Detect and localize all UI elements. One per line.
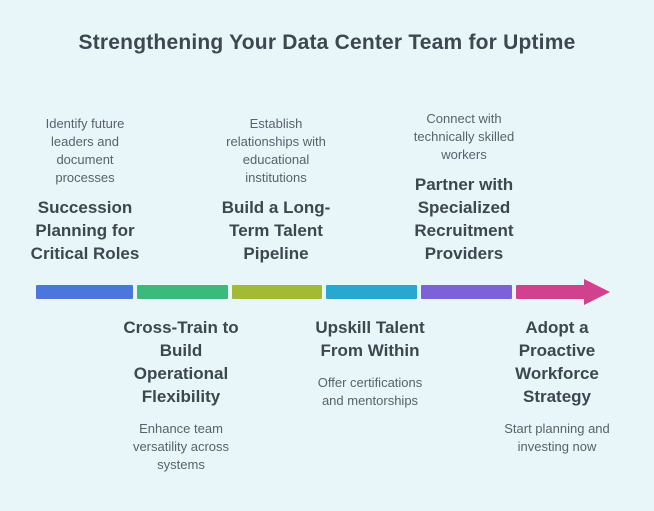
arrow-segment-6: [516, 285, 586, 299]
step-upskill-talent: Upskill Talent From Within Offer certifi…: [290, 316, 450, 410]
step-detail-text: Identify future leaders and document pro…: [45, 116, 125, 185]
step-detail-text: Enhance team versatility across systems: [132, 421, 230, 472]
arrow-segment-5: [421, 285, 512, 299]
step-recruitment-providers: Connect with technically skilled workers…: [389, 110, 539, 265]
page-title: Strengthening Your Data Center Team for …: [78, 31, 576, 54]
arrow-segment-4: [326, 285, 417, 299]
step-heading-text: Cross-Train to Build Operational Flexibi…: [123, 318, 239, 406]
step-heading-text: Adopt a Proactive Workforce Strategy: [515, 318, 599, 406]
step-heading-text: Build a Long- Term Talent Pipeline: [221, 198, 331, 263]
step-cross-train: Cross-Train to Build Operational Flexibi…: [106, 316, 256, 474]
step-heading-text: Succession Planning for Critical Roles: [30, 198, 140, 263]
step-detail-text: Establish relationships with educational…: [226, 116, 326, 185]
arrow-head-icon: [584, 279, 610, 305]
step-succession-planning: Identify future leaders and document pro…: [10, 115, 160, 265]
step-detail-text: Start planning and investing now: [504, 421, 610, 454]
step-talent-pipeline: Establish relationships with educational…: [201, 115, 351, 265]
arrow-segment-3: [232, 285, 322, 299]
step-heading-text: Partner with Specialized Recruitment Pro…: [414, 175, 514, 263]
step-workforce-strategy: Adopt a Proactive Workforce Strategy Sta…: [482, 316, 632, 456]
arrow-segment-2: [137, 285, 228, 299]
arrow-segment-1: [36, 285, 133, 299]
step-detail-text: Offer certifications and mentorships: [317, 375, 423, 408]
step-detail-text: Connect with technically skilled workers: [413, 111, 515, 162]
step-heading-text: Upskill Talent From Within: [315, 318, 425, 360]
